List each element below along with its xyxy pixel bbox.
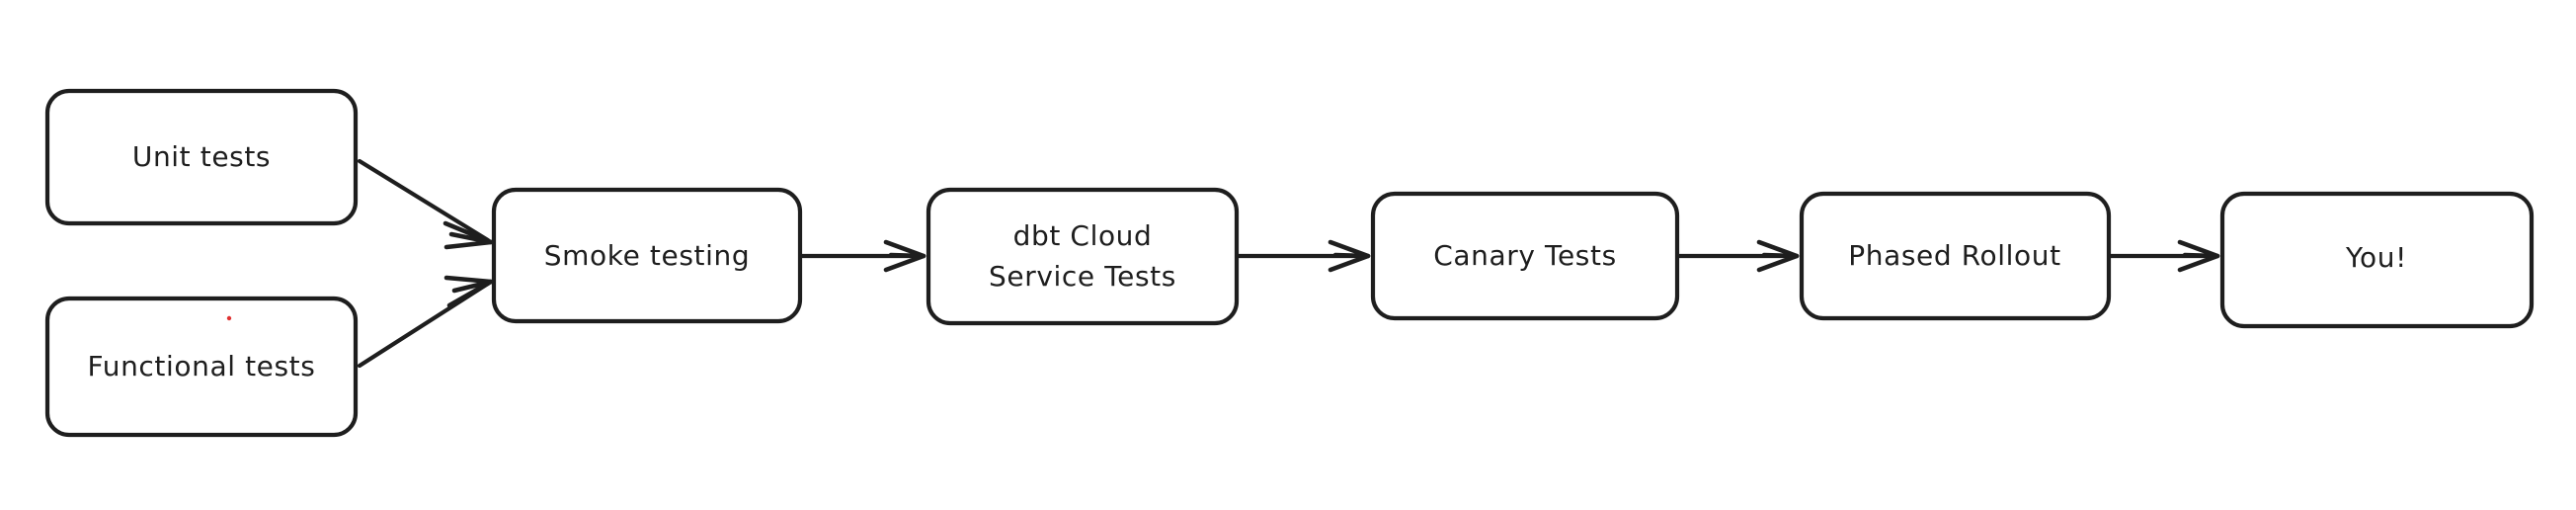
- node-smoke-testing[interactable]: Smoke testing: [491, 187, 803, 324]
- node-functional-tests-shape[interactable]: [44, 296, 359, 438]
- node-you[interactable]: You!: [2219, 191, 2535, 329]
- edge-functional-tests-to-smoke-testing: [357, 275, 494, 369]
- node-phased-rollout-shape[interactable]: [1799, 191, 2112, 321]
- node-phased-rollout[interactable]: Phased Rollout: [1799, 191, 2112, 321]
- node-smoke-testing-label: Smoke testing: [544, 239, 750, 272]
- node-dbt-cloud-service-tests-label-line2: Service Tests: [989, 260, 1176, 293]
- node-dbt-cloud-service-tests[interactable]: dbt Cloud Service Tests: [926, 187, 1240, 326]
- edge-smoke-testing-to-dbt-cloud-service-tests: [799, 239, 926, 273]
- node-unit-tests-shape[interactable]: [44, 88, 359, 226]
- node-canary-tests[interactable]: Canary Tests: [1370, 191, 1680, 321]
- node-canary-tests-label: Canary Tests: [1433, 239, 1617, 272]
- node-you-shape[interactable]: [2219, 191, 2535, 329]
- edge-canary-tests-to-phased-rollout: [1676, 239, 1800, 273]
- node-dbt-cloud-service-tests-label-line1: dbt Cloud: [1013, 219, 1153, 252]
- node-canary-tests-shape[interactable]: [1370, 191, 1680, 321]
- node-unit-tests-label: Unit tests: [132, 140, 271, 173]
- node-functional-tests[interactable]: Functional tests: [44, 296, 359, 438]
- node-phased-rollout-label: Phased Rollout: [1848, 239, 2060, 272]
- edge-dbt-cloud-service-tests-to-canary-tests: [1236, 239, 1371, 273]
- edge-phased-rollout-to-you: [2108, 239, 2220, 273]
- node-you-label: You!: [2345, 241, 2407, 274]
- node-unit-tests[interactable]: Unit tests: [44, 88, 359, 226]
- node-smoke-testing-shape[interactable]: [491, 187, 803, 324]
- edge-unit-tests-to-smoke-testing: [357, 158, 494, 250]
- node-dbt-cloud-service-tests-shape[interactable]: [926, 187, 1240, 326]
- stray-red-dot: [226, 315, 232, 321]
- node-functional-tests-label: Functional tests: [88, 350, 316, 382]
